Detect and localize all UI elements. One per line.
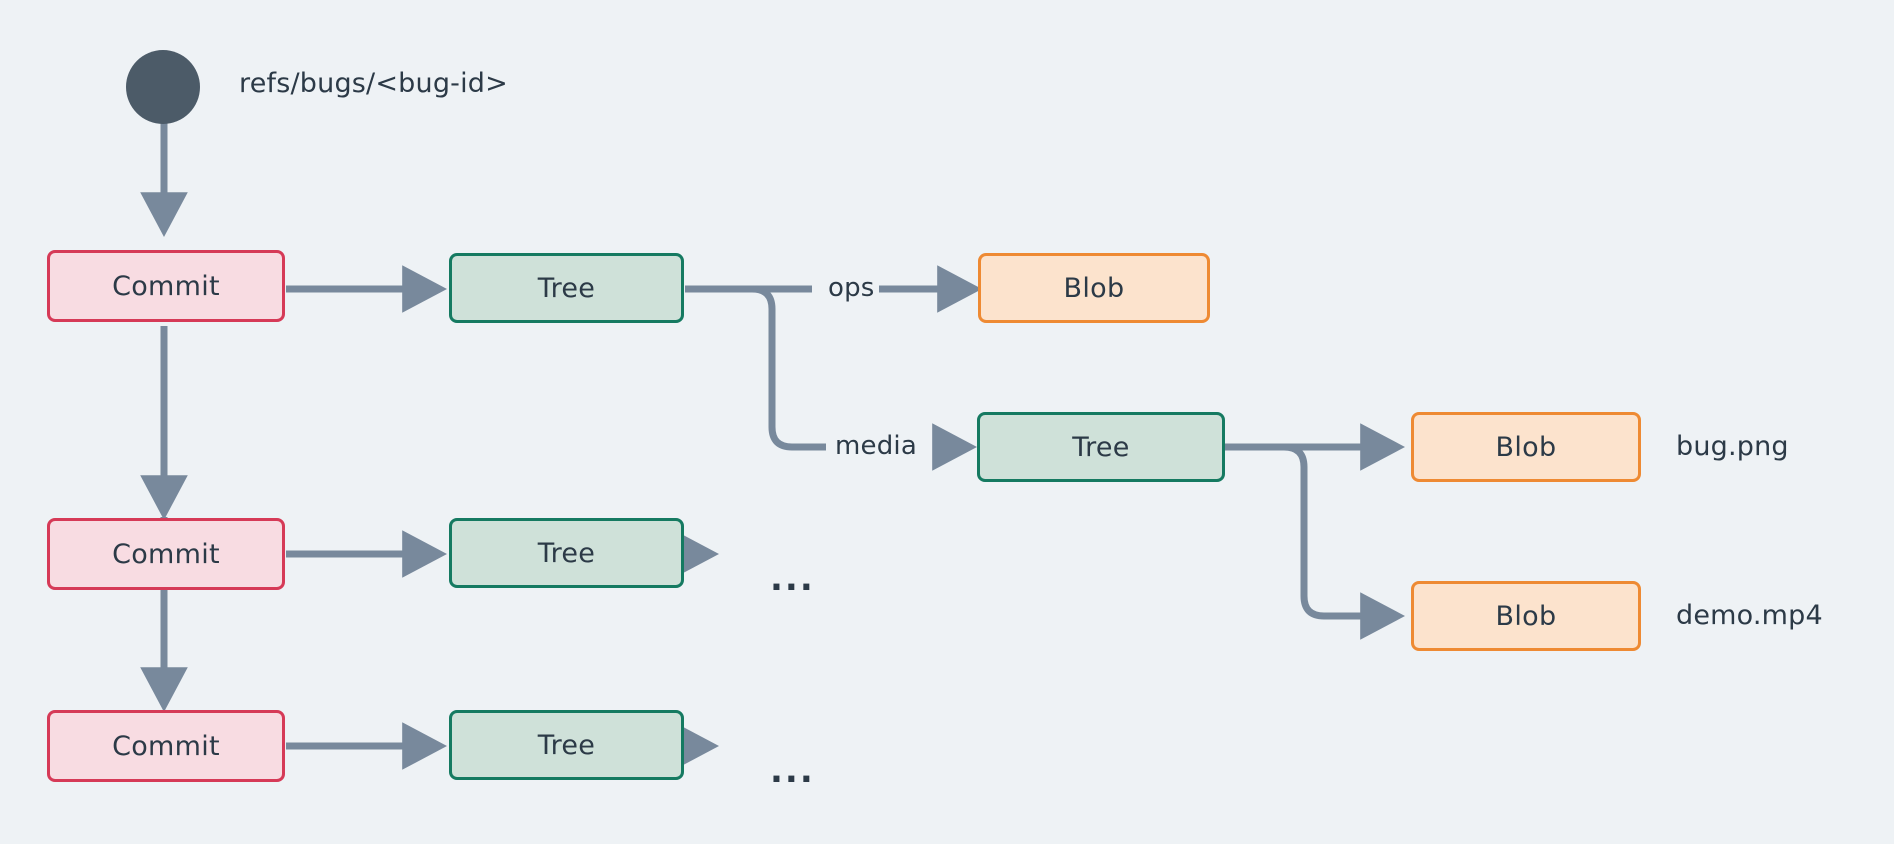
edge-tree1-to-media [685,285,826,451]
ellipsis-row-3: ... [770,751,815,791]
node-blob-ops[interactable]: Blob [978,253,1210,323]
ref-dot [126,50,200,124]
file-label-demo-mp4: demo.mp4 [1676,600,1823,631]
edge-label-ops: ops [824,273,879,303]
node-commit-1[interactable]: Commit [47,250,285,322]
ref-label: refs/bugs/<bug-id> [239,68,508,99]
node-tree-media[interactable]: Tree [977,412,1225,482]
edge-treemedia-to-blob-demo [1224,443,1405,640]
node-tree-1[interactable]: Tree [449,253,684,323]
edge-label-media: media [831,431,921,461]
node-tree-3[interactable]: Tree [449,710,684,780]
node-tree-2[interactable]: Tree [449,518,684,588]
node-blob-demo-mp4[interactable]: Blob [1411,581,1641,651]
node-commit-3[interactable]: Commit [47,710,285,782]
node-blob-bug-png[interactable]: Blob [1411,412,1641,482]
file-label-bug-png: bug.png [1676,431,1789,462]
node-commit-2[interactable]: Commit [47,518,285,590]
ellipsis-row-2: ... [770,559,815,599]
